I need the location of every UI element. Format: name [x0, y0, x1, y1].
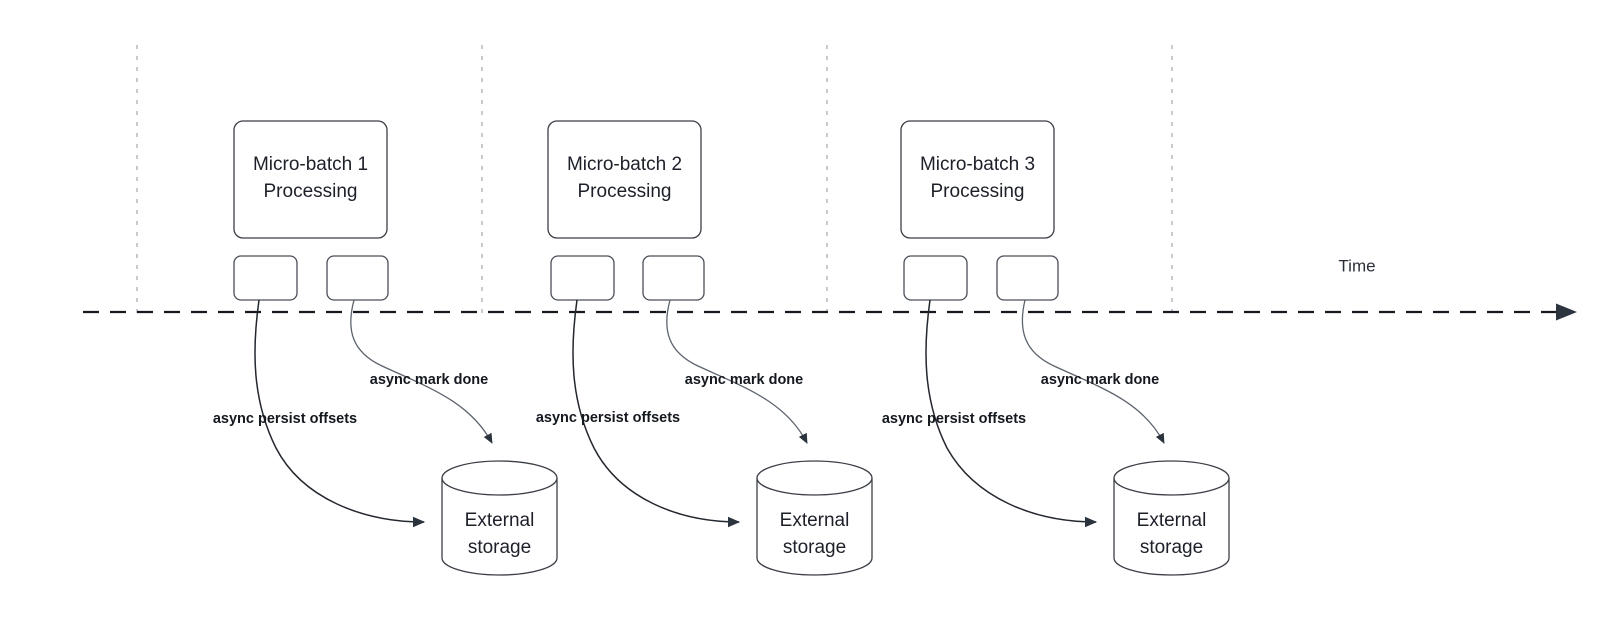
batch-3-cylinder-top — [1113, 460, 1230, 496]
batch-3-storage-label-line1: External — [1137, 510, 1207, 531]
batch-2-mark-done-label: async mark done — [685, 372, 803, 388]
batch-1-storage-label-line2: storage — [468, 537, 531, 558]
micro-batch-1-title-line1: Micro-batch 1 — [253, 154, 368, 175]
batch-2-external-storage[interactable]: External storage — [756, 460, 873, 576]
micro-batch-3-title-line2: Processing — [931, 181, 1025, 202]
micro-batch-1-title-line2: Processing — [264, 181, 358, 202]
batch-3-mark-done-edge — [1021, 299, 1165, 444]
time-axis-arrowhead — [1556, 303, 1577, 321]
batch-1-external-storage[interactable]: External storage — [441, 460, 558, 576]
batch-group-2: Micro-batch 2 Processing async persist o… — [536, 120, 873, 576]
micro-batch-1-box[interactable] — [233, 120, 388, 239]
batch-1-storage-label-line1: External — [465, 510, 535, 531]
batch-group-1: Micro-batch 1 Processing async persist o… — [213, 120, 558, 576]
batch-2-persist-offsets-edge — [572, 299, 741, 528]
batch-group-3: Micro-batch 3 Processing async persist o… — [882, 120, 1230, 576]
batch-2-mark-task-box[interactable] — [642, 255, 705, 301]
batch-2-persist-offsets-label: async persist offsets — [536, 410, 680, 426]
time-axis: Time — [83, 256, 1577, 321]
batch-1-mark-task-box[interactable] — [326, 255, 389, 301]
batch-3-external-storage[interactable]: External storage — [1113, 460, 1230, 576]
batch-1-mark-done-edge — [350, 299, 493, 444]
batch-3-persist-task-box[interactable] — [903, 255, 968, 301]
batch-3-mark-done-label: async mark done — [1041, 372, 1159, 388]
batch-3-persist-offsets-label: async persist offsets — [882, 411, 1026, 427]
batch-2-mark-done-edge — [666, 299, 808, 444]
batch-1-cylinder-body — [441, 478, 558, 576]
batch-1-cylinder-top — [441, 460, 558, 496]
micro-batch-2-title-line1: Micro-batch 2 — [567, 154, 682, 175]
batch-2-storage-label-line1: External — [780, 510, 850, 531]
micro-batch-3-box[interactable] — [900, 120, 1055, 239]
batch-3-persist-offsets-edge — [925, 299, 1098, 528]
time-axis-label: Time — [1338, 256, 1375, 275]
batch-3-cylinder-body — [1113, 478, 1230, 576]
tick-lines-group — [136, 45, 1173, 318]
batch-1-persist-offsets-label: async persist offsets — [213, 411, 357, 427]
micro-batch-2-title-line2: Processing — [578, 181, 672, 202]
batch-2-persist-task-box[interactable] — [550, 255, 615, 301]
micro-batch-2-box[interactable] — [547, 120, 702, 239]
batch-1-persist-task-box[interactable] — [233, 255, 298, 301]
batch-2-storage-label-line2: storage — [783, 537, 846, 558]
batch-2-cylinder-body — [756, 478, 873, 576]
batch-3-storage-label-line2: storage — [1140, 537, 1203, 558]
batch-1-mark-done-label: async mark done — [370, 372, 488, 388]
batch-2-cylinder-top — [756, 460, 873, 496]
batch-1-persist-offsets-edge — [254, 299, 426, 528]
batch-3-mark-task-box[interactable] — [996, 255, 1059, 301]
micro-batch-3-title-line1: Micro-batch 3 — [920, 154, 1035, 175]
